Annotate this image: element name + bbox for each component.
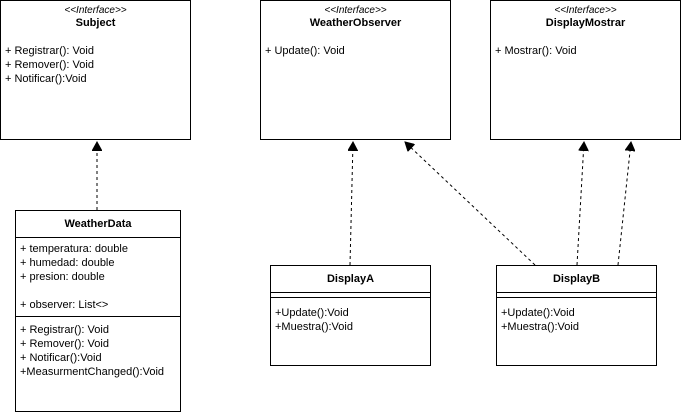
- weatherdata-method: +MeasurmentChanged():Void: [20, 366, 164, 378]
- displaymostrar-interface[interactable]: <<Interface>> DisplayMostrar + Mostrar()…: [490, 0, 681, 140]
- weatherdata-attribute: + observer: List<>: [20, 299, 109, 311]
- displaymostrar-method: + Mostrar(): Void: [495, 45, 577, 57]
- subject-interface[interactable]: <<Interface>> Subject + Registrar(): Voi…: [0, 0, 191, 140]
- weatherdata-methods: + Registrar(): Void + Remover(): Void + …: [16, 317, 180, 379]
- arrow-displayb-to-displaymostrar-1: [576, 142, 584, 266]
- weatherdata-method: + Remover(): Void: [20, 338, 109, 350]
- displayb-methods: +Update():Void +Muestra():Void: [497, 298, 656, 334]
- displaya-name: DisplayA: [271, 266, 430, 293]
- subject-method: + Remover(): Void: [5, 59, 94, 71]
- subject-method: + Registrar(): Void: [5, 45, 94, 57]
- arrow-displayb-to-displaymostrar-2: [617, 142, 631, 266]
- weatherobserver-method: + Update(): Void: [265, 45, 345, 57]
- weatherdata-method: + Registrar(): Void: [20, 324, 109, 336]
- weatherdata-attribute: + presion: double: [20, 271, 105, 283]
- weatherdata-attribute: + humedad: double: [20, 257, 115, 269]
- weatherdata-attribute-spacer: [20, 284, 180, 298]
- displaymostrar-name: DisplayMostrar: [545, 17, 626, 29]
- subject-methods: + Registrar(): Void + Remover(): Void + …: [1, 44, 190, 86]
- subject-stereotype: <<Interface>>: [64, 5, 127, 16]
- weatherobserver-name: WeatherObserver: [309, 17, 402, 29]
- displayb-method: +Muestra():Void: [501, 321, 579, 333]
- weatherobserver-stereotype: <<Interface>>: [324, 5, 387, 16]
- arrow-displaya-to-weatherobserver: [350, 142, 353, 266]
- weatherdata-method: + Notificar():Void: [20, 352, 102, 364]
- arrow-displayb-to-weatherobserver: [405, 142, 536, 266]
- displaya-method: +Update():Void: [275, 307, 349, 319]
- displaya-empty-compartment: [271, 293, 430, 298]
- displaya-method: +Muestra():Void: [275, 321, 353, 333]
- weatherobserver-interface[interactable]: <<Interface>> WeatherObserver + Update()…: [260, 0, 451, 140]
- subject-method: + Notificar():Void: [5, 73, 87, 85]
- weatherdata-attributes: + temperatura: double + humedad: double …: [16, 238, 180, 317]
- displayb-class[interactable]: DisplayB +Update():Void +Muestra():Void: [496, 265, 657, 366]
- displaymostrar-methods: + Mostrar(): Void: [491, 44, 680, 58]
- displaya-methods: +Update():Void +Muestra():Void: [271, 298, 430, 334]
- displayb-name: DisplayB: [497, 266, 656, 293]
- displayb-method: +Update():Void: [501, 307, 575, 319]
- weatherdata-class[interactable]: WeatherData + temperatura: double + hume…: [15, 210, 181, 412]
- displaya-class[interactable]: DisplayA +Update():Void +Muestra():Void: [270, 265, 431, 366]
- weatherobserver-methods: + Update(): Void: [261, 44, 450, 58]
- weatherdata-name: WeatherData: [16, 211, 180, 238]
- displayb-empty-compartment: [497, 293, 656, 298]
- weatherdata-attribute: + temperatura: double: [20, 243, 128, 255]
- displaymostrar-stereotype: <<Interface>>: [554, 5, 617, 16]
- subject-name: Subject: [75, 17, 116, 29]
